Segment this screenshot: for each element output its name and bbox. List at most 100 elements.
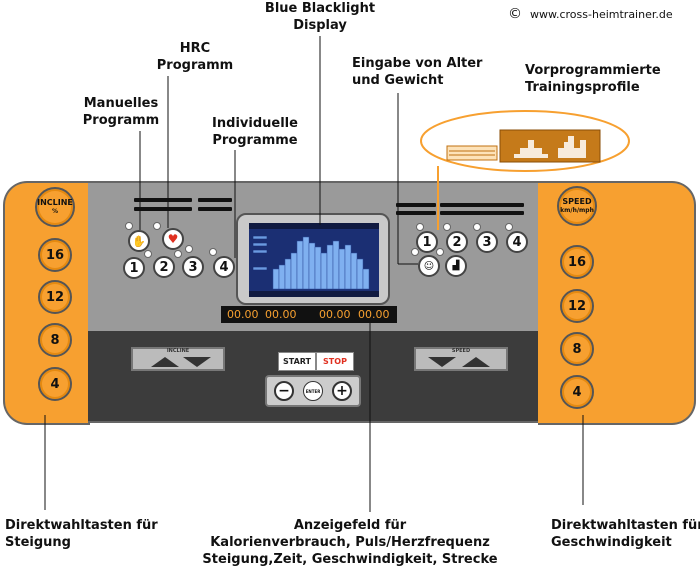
stop-button[interactable]: STOP [316, 352, 354, 371]
age-led [411, 248, 419, 256]
copyright-site: www.cross-heimtrainer.de [530, 8, 673, 21]
profile-hill-icon [506, 140, 548, 158]
incline-title: INCLINE [37, 198, 73, 207]
preset-2-button[interactable]: 2 [446, 231, 468, 253]
profile-interval-icon [558, 136, 586, 158]
speed-control-label: SPEED [451, 348, 471, 354]
preset-4-button[interactable]: 4 [506, 231, 528, 253]
incline-up-icon[interactable] [151, 357, 179, 367]
incline-4-button[interactable]: 4 [38, 367, 72, 401]
speed-8-button[interactable]: 8 [560, 332, 594, 366]
start-button[interactable]: START [278, 352, 316, 371]
label-line: Eingabe von Alter [352, 56, 483, 71]
program-led [185, 245, 193, 253]
preset-3-button[interactable]: 3 [476, 231, 498, 253]
slot [440, 211, 524, 215]
label-line: Steigung,Zeit, Geschwindigkeit, Strecke [202, 552, 498, 567]
label-line: Steigung [5, 535, 71, 550]
slot [440, 203, 524, 207]
blue-backlight-display [249, 223, 379, 297]
program-1-button[interactable]: 1 [123, 257, 145, 279]
label-line: Vorprogrammierte [525, 63, 661, 78]
screen-bar [249, 223, 379, 229]
label-line: Programm [82, 113, 160, 128]
weight-led [436, 248, 444, 256]
copyright-symbol: © [508, 6, 522, 22]
program-led [505, 223, 513, 231]
program-led [416, 223, 424, 231]
label-line: Direktwahltasten für [5, 518, 158, 533]
speed-12-button[interactable]: 12 [560, 289, 594, 323]
display-graph [252, 235, 370, 290]
slot [396, 203, 436, 207]
label-line: Programme [212, 133, 298, 148]
profile-flat-icon [446, 145, 498, 161]
program-4-button[interactable]: 4 [213, 256, 235, 278]
label-line: Direktwahltasten für [551, 518, 700, 533]
age-button[interactable]: ☺ [418, 255, 440, 277]
readout-3: 00.00 [319, 308, 351, 321]
scale-icon: ▟ [452, 261, 460, 271]
label-line: Display [293, 18, 347, 33]
plus-button[interactable]: + [332, 381, 352, 401]
readout-4: 00.00 [358, 308, 390, 321]
label-line: Programm [156, 58, 234, 73]
program-led [144, 250, 152, 258]
slot [396, 211, 436, 215]
speed-unit: km/h/mph [560, 207, 594, 214]
screen-bar [249, 291, 379, 297]
incline-arrow-control: INCLINE [131, 347, 225, 371]
preset-1-button[interactable]: 1 [416, 231, 438, 253]
label-line: Anzeigefeld für [293, 518, 407, 533]
slot [198, 198, 232, 202]
program-3-button[interactable]: 3 [182, 256, 204, 278]
speed-down-icon[interactable] [428, 357, 456, 367]
label-line: Trainingsprofile [525, 80, 640, 95]
readout-1: 00.00 [227, 308, 259, 321]
program-2-button[interactable]: 2 [153, 256, 175, 278]
program-led [443, 223, 451, 231]
speed-16-button[interactable]: 16 [560, 245, 594, 279]
label-line: HRC [179, 41, 211, 56]
incline-unit: % [51, 208, 58, 215]
hrc-led [153, 222, 161, 230]
incline-12-button[interactable]: 12 [38, 280, 72, 314]
readout-2: 00.00 [265, 308, 297, 321]
profiles-callout [420, 110, 630, 172]
manual-program-button[interactable]: ✋ [128, 230, 150, 252]
readout-bar: 00.00 00.00 00.00 00.00 [221, 306, 397, 323]
label-age-weight: Eingabe von Alter und Gewicht [352, 55, 482, 89]
program-led [174, 250, 182, 258]
incline-down-icon[interactable] [183, 357, 211, 367]
label-line: Blue Blacklight [264, 1, 376, 16]
incline-16-button[interactable]: 16 [38, 238, 72, 272]
speed-4-button[interactable]: 4 [560, 375, 594, 409]
slot [134, 198, 192, 202]
enter-button[interactable]: ENTER [303, 381, 323, 401]
speed-title: SPEED [562, 197, 592, 206]
hrc-program-button[interactable]: ♥ [162, 228, 184, 250]
label-line: Manuelles [83, 96, 159, 111]
minus-button[interactable]: − [274, 381, 294, 401]
label-line: Individuelle [212, 116, 298, 131]
face-icon: ☺ [423, 260, 435, 272]
label-line: Kalorienverbrauch, Puls/Herzfrequenz [210, 535, 490, 550]
hand-icon: ✋ [132, 234, 146, 248]
speed-up-icon[interactable] [462, 357, 490, 367]
label-line: und Gewicht [352, 73, 444, 88]
incline-8-button[interactable]: 8 [38, 323, 72, 357]
speed-arrow-control: SPEED [414, 347, 508, 371]
heart-icon: ♥ [167, 232, 179, 246]
incline-header-button: INCLINE% [35, 187, 75, 227]
weight-button[interactable]: ▟ [445, 255, 467, 277]
slot [134, 207, 192, 211]
